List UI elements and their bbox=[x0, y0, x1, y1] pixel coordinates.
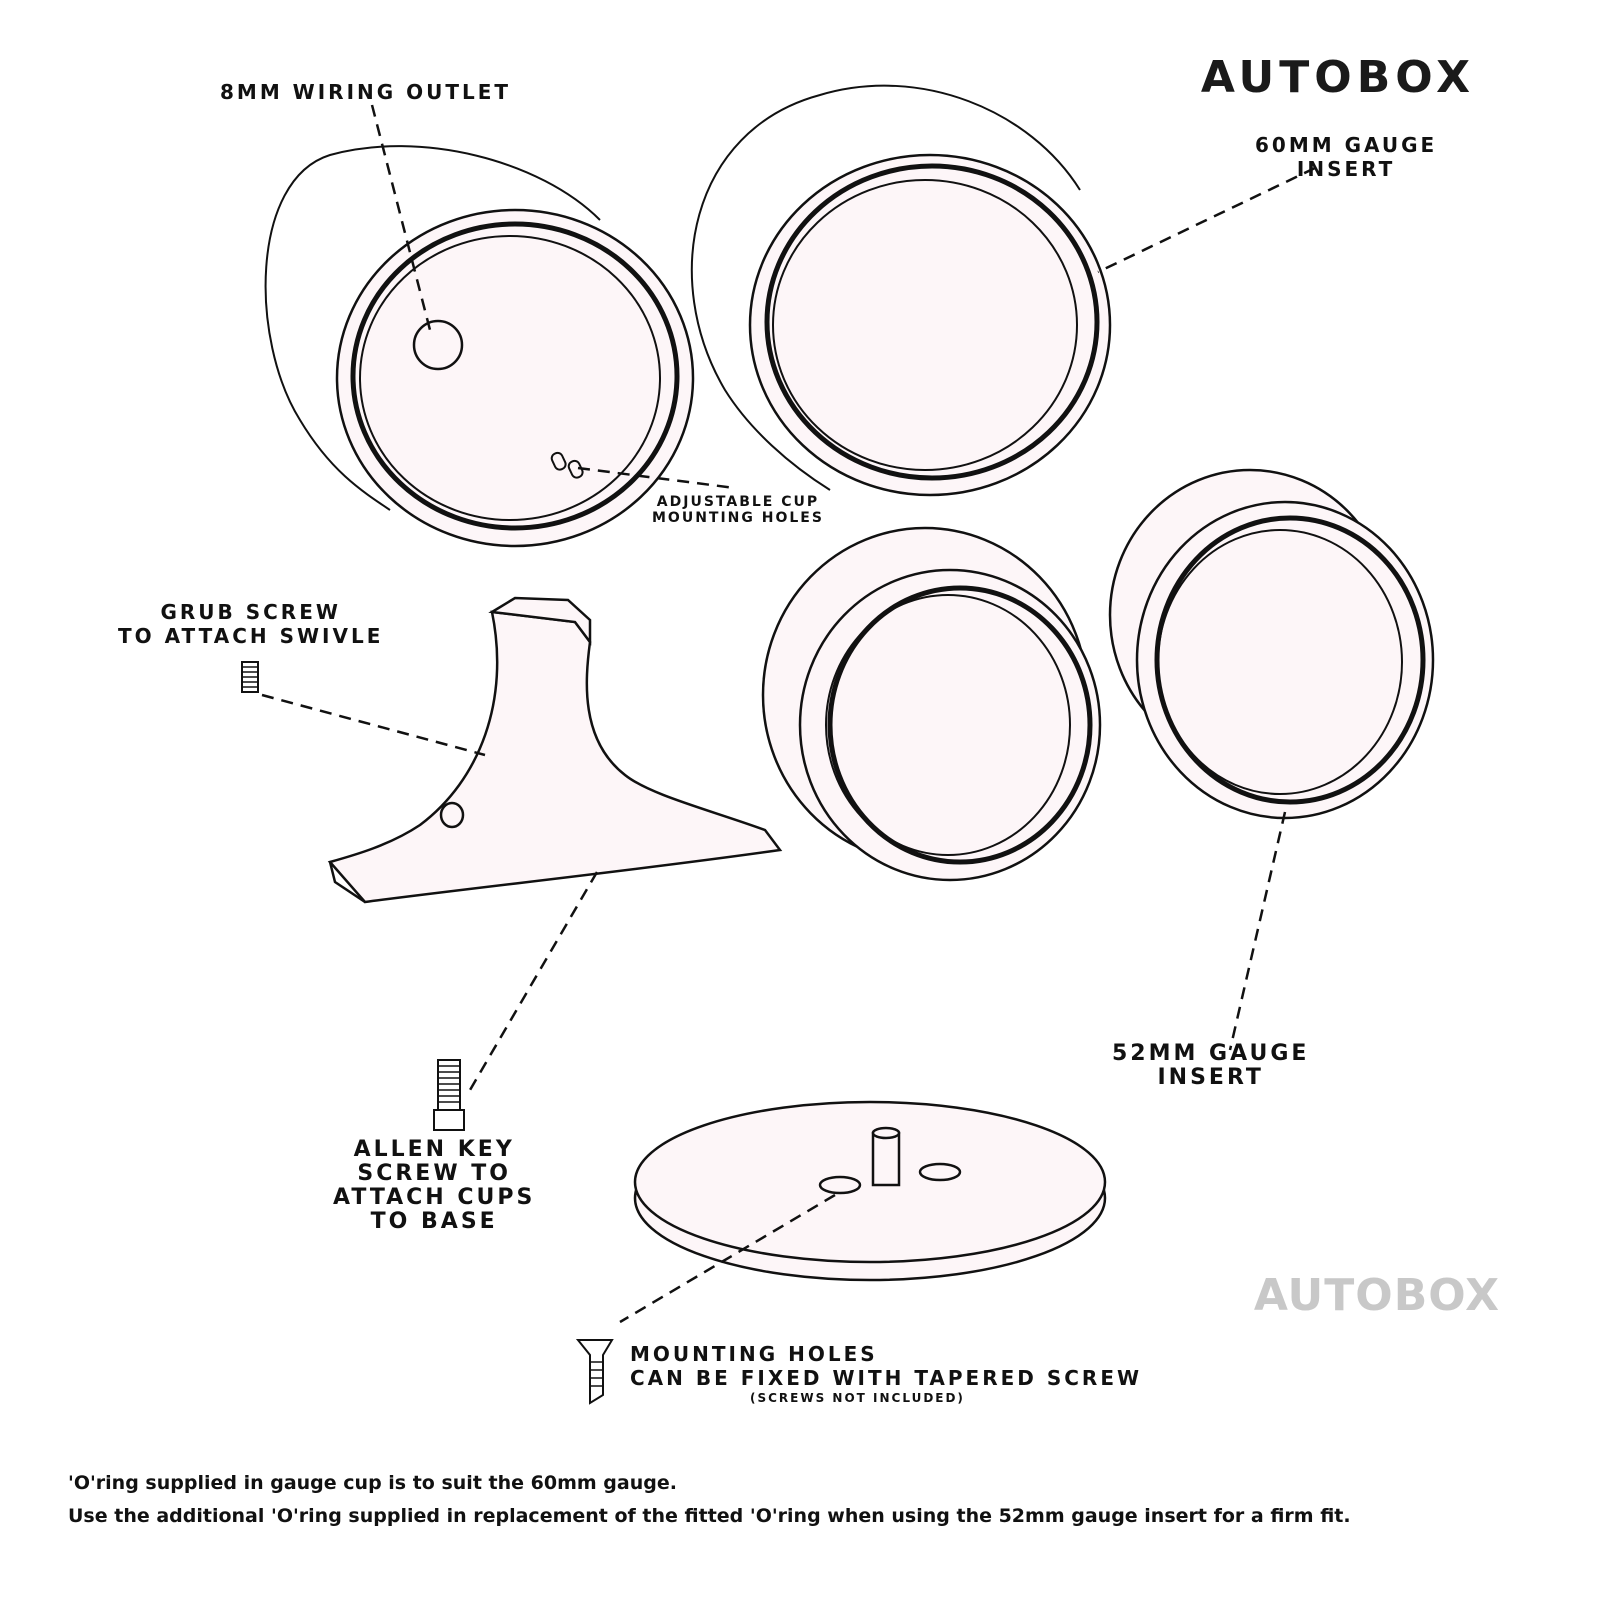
label-mounting-line-2: CAN BE FIXED WITH TAPERED SCREW bbox=[630, 1366, 1143, 1390]
label-52mm-gauge-insert: 52MM GAUGE INSERT bbox=[1112, 1042, 1309, 1090]
cup-right-o-ring bbox=[764, 163, 1100, 481]
label-cup-mounting-holes: ADJUSTABLE CUP MOUNTING HOLES bbox=[652, 494, 824, 526]
insert-right-front bbox=[1135, 500, 1435, 820]
leader-cup-holes bbox=[577, 466, 736, 490]
swivel-foot-edge bbox=[328, 861, 366, 904]
insert-right-face bbox=[1157, 529, 1403, 795]
label-grub-line-2: TO ATTACH SWIVLE bbox=[118, 624, 384, 648]
cup-hole-2 bbox=[567, 459, 584, 479]
brand-watermark: AUTOBOX bbox=[1253, 1270, 1500, 1321]
brand-logo: AUTOBOX bbox=[1200, 52, 1475, 103]
leader-allen-key bbox=[468, 871, 599, 1091]
label-mounting-line-3: (SCREWS NOT INCLUDED) bbox=[750, 1391, 965, 1405]
insert-middle-front bbox=[798, 568, 1102, 882]
wiring-outlet-hole bbox=[412, 319, 464, 371]
label-cup-holes-line-2: MOUNTING HOLES bbox=[652, 510, 824, 526]
label-allen-line-2: SCREW TO bbox=[357, 1161, 511, 1186]
tapered-screw-icon bbox=[575, 1339, 614, 1405]
leader-lines bbox=[261, 104, 1316, 1324]
base-plate-top bbox=[633, 1100, 1107, 1264]
cup-hole-1 bbox=[550, 451, 567, 471]
insert-right-ring bbox=[1154, 515, 1426, 805]
swivel-stand bbox=[327, 596, 783, 904]
cup-left-o-ring bbox=[350, 221, 680, 531]
leader-52mm-insert bbox=[1228, 811, 1287, 1051]
label-allen-line-3: ATTACH CUPS bbox=[333, 1185, 536, 1210]
base-stud-top bbox=[871, 1126, 901, 1140]
label-60mm-line-1: 60MM GAUGE bbox=[1255, 133, 1438, 157]
round-base-plate bbox=[633, 1100, 1107, 1282]
gauge-insert-52-right bbox=[1108, 468, 1435, 820]
note-o-ring-52mm: Use the additional 'O'ring supplied in r… bbox=[68, 1505, 1351, 1527]
gauge-cup-right bbox=[690, 84, 1112, 497]
cup-left-body-outline bbox=[264, 145, 601, 511]
label-wiring-outlet: 8MM WIRING OUTLET bbox=[220, 80, 512, 104]
base-hole-left bbox=[818, 1175, 862, 1195]
cup-right-inner-lip bbox=[772, 179, 1078, 471]
cup-left-inner-lip bbox=[359, 235, 661, 521]
base-stud-body bbox=[871, 1131, 901, 1187]
label-60mm-line-2: INSERT bbox=[1296, 157, 1396, 181]
label-52mm-line-1: 52MM GAUGE bbox=[1112, 1041, 1310, 1066]
cup-left-outer-rim bbox=[335, 208, 695, 548]
swivel-screw-hole bbox=[439, 801, 465, 829]
base-hole-right bbox=[918, 1162, 962, 1182]
gauge-cup-left bbox=[264, 145, 695, 548]
label-mounting-line-1: MOUNTING HOLES bbox=[630, 1342, 878, 1366]
label-grub-line-1: GRUB SCREW bbox=[160, 600, 341, 624]
gauge-insert-52-middle bbox=[761, 526, 1102, 882]
insert-middle-face bbox=[825, 594, 1071, 856]
leader-60mm-insert bbox=[1097, 166, 1316, 274]
label-allen-line-4: TO BASE bbox=[370, 1209, 498, 1234]
swivel-top-block bbox=[488, 596, 592, 646]
label-52mm-line-2: INSERT bbox=[1157, 1065, 1264, 1090]
grub-screw-icon bbox=[241, 661, 259, 693]
label-allen-line-1: ALLEN KEY bbox=[353, 1137, 515, 1162]
label-grub-screw: GRUB SCREW TO ATTACH SWIVLE bbox=[118, 600, 383, 648]
swivel-body bbox=[327, 610, 783, 904]
insert-middle-ring bbox=[827, 585, 1093, 865]
label-allen-key-screw: ALLEN KEY SCREW TO ATTACH CUPS TO BASE bbox=[333, 1138, 535, 1234]
label-60mm-gauge-insert: 60MM GAUGE INSERT bbox=[1255, 133, 1437, 181]
note-o-ring-60mm: 'O'ring supplied in gauge cup is to suit… bbox=[68, 1472, 677, 1494]
leader-mounting-holes bbox=[619, 1193, 836, 1324]
leader-grub-screw bbox=[261, 693, 486, 757]
cup-right-outer-rim bbox=[748, 153, 1112, 497]
allen-key-screw-icon bbox=[433, 1059, 465, 1131]
label-mounting-holes: MOUNTING HOLES CAN BE FIXED WITH TAPERED… bbox=[630, 1342, 1142, 1406]
label-cup-holes-line-1: ADJUSTABLE CUP bbox=[656, 494, 820, 510]
cup-right-body-outline bbox=[690, 84, 1081, 491]
